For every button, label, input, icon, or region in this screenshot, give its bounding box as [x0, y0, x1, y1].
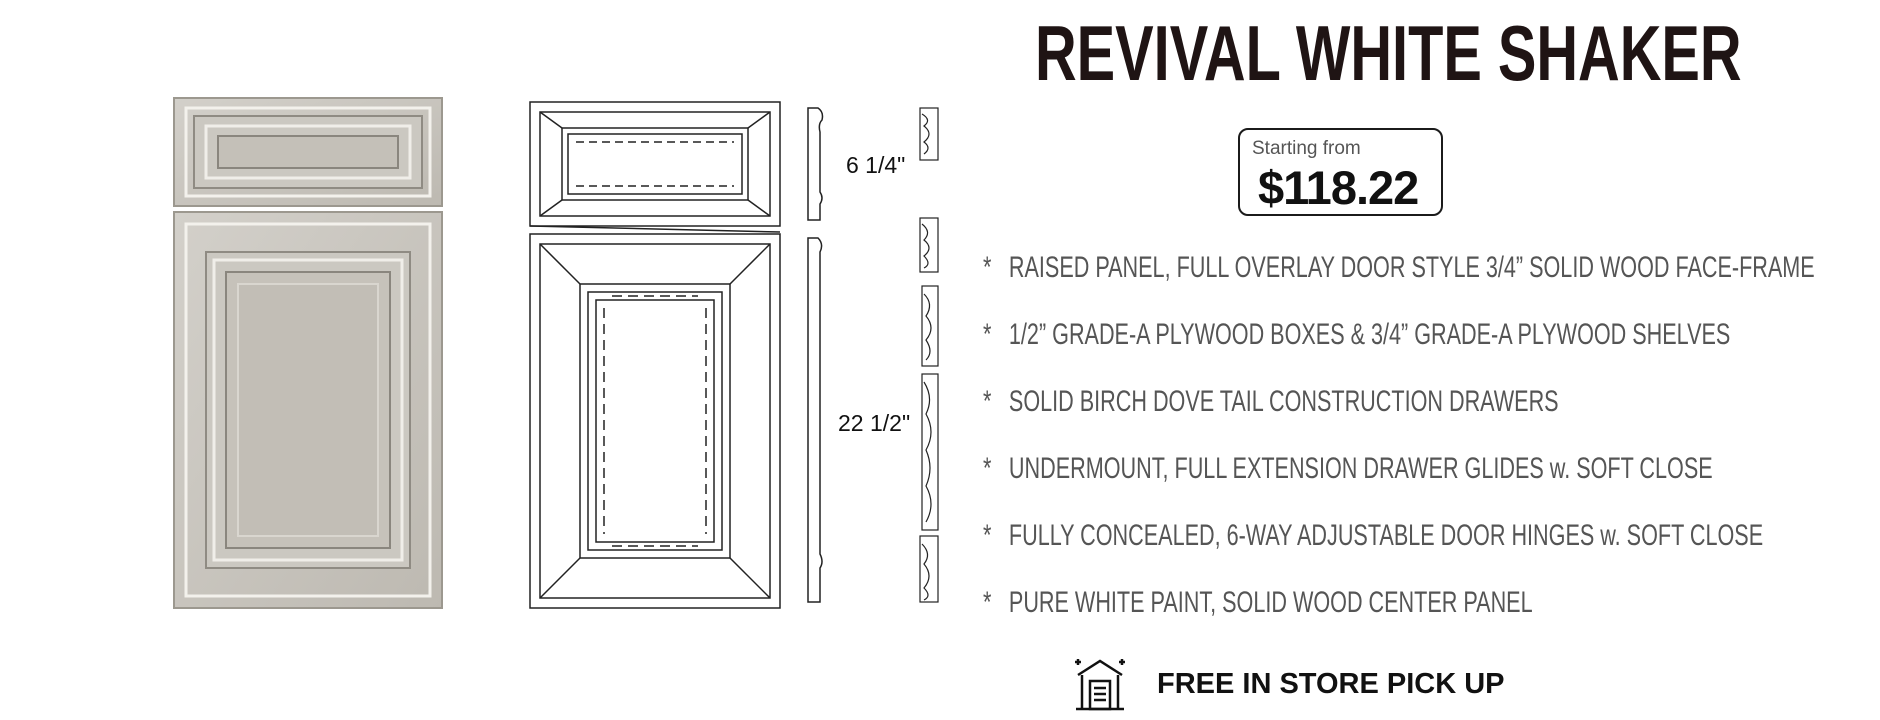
- drawer-front: [173, 97, 443, 207]
- feature-item: * UNDERMOUNT, FULL EXTENSION DRAWER GLIDE…: [983, 449, 1713, 489]
- feature-text: 1/2” GRADE-A PLYWOOD BOXES & 3/4” GRADE-…: [1008, 318, 1731, 351]
- drawer-height-label: 6 1/4": [846, 152, 906, 178]
- cross-section-drawing: [919, 107, 939, 603]
- bullet-star: *: [983, 452, 992, 485]
- feature-item: * RAISED PANEL, FULL OVERLAY DOOR STYLE 3…: [983, 248, 1815, 288]
- door-height-label: 22 1/2": [838, 410, 911, 436]
- feature-text: SOLID BIRCH DOVE TAIL CONSTRUCTION DRAWE…: [1008, 385, 1559, 418]
- bullet-star: *: [983, 385, 992, 418]
- bullet-star: *: [983, 586, 992, 619]
- price-value: $118.22: [1258, 161, 1419, 214]
- feature-item: * PURE WHITE PAINT, SOLID WOOD CENTER PAN…: [983, 583, 1533, 623]
- store-pickup-icon: [1075, 659, 1125, 711]
- feature-text: UNDERMOUNT, FULL EXTENSION DRAWER GLIDES…: [1008, 452, 1713, 485]
- bullet-star: *: [983, 318, 992, 351]
- door-line-drawing: [529, 101, 781, 609]
- feature-item: * FULLY CONCEALED, 6-WAY ADJUSTABLE DOOR …: [983, 516, 1763, 556]
- side-profile-drawing: [807, 107, 824, 603]
- feature-item: * 1/2” GRADE-A PLYWOOD BOXES & 3/4” GRADE…: [983, 315, 1730, 355]
- door-sample-photo: [173, 97, 443, 609]
- feature-text: FULLY CONCEALED, 6-WAY ADJUSTABLE DOOR H…: [1008, 519, 1764, 552]
- feature-text: RAISED PANEL, FULL OVERLAY DOOR STYLE 3/…: [1008, 251, 1815, 284]
- bullet-star: *: [983, 251, 992, 284]
- feature-item: * SOLID BIRCH DOVE TAIL CONSTRUCTION DRAW…: [983, 382, 1559, 422]
- product-title: REVIVAL WHITE SHAKER: [1035, 9, 1742, 97]
- bullet-star: *: [983, 519, 992, 552]
- feature-text: PURE WHITE PAINT, SOLID WOOD CENTER PANE…: [1008, 586, 1533, 619]
- price-caption: Starting from: [1252, 138, 1361, 159]
- door-front: [173, 211, 443, 609]
- pickup-label: FREE IN STORE PICK UP: [1157, 668, 1505, 700]
- price-box: Starting from $118.22: [1238, 128, 1443, 216]
